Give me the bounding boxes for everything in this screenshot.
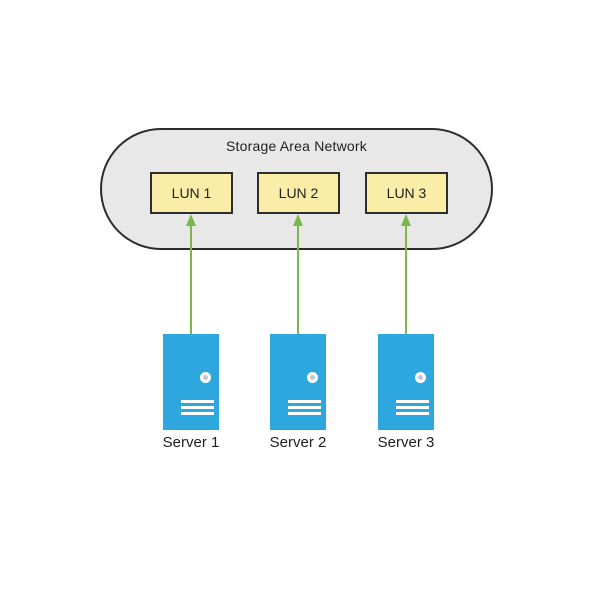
- vent-lines-icon: [181, 400, 214, 418]
- server-node-2[interactable]: [270, 334, 326, 430]
- server-label-2: Server 2: [269, 434, 327, 451]
- server-label-1: Server 1: [162, 434, 220, 451]
- vent-lines-icon: [396, 400, 429, 418]
- san-label: Storage Area Network: [226, 138, 367, 154]
- server-label-3: Server 3: [377, 434, 435, 451]
- power-button-icon: [200, 372, 211, 383]
- arrow-head-icon: [186, 214, 196, 226]
- arrow-head-icon: [401, 214, 411, 226]
- lun-node-3[interactable]: LUN 3: [365, 172, 448, 214]
- lun-node-2[interactable]: LUN 2: [257, 172, 340, 214]
- arrow-head-icon: [293, 214, 303, 226]
- arrow-line: [190, 224, 192, 334]
- lun-label: LUN 3: [386, 185, 427, 201]
- arrow-line: [297, 224, 299, 334]
- server-node-1[interactable]: [163, 334, 219, 430]
- lun-node-1[interactable]: LUN 1: [150, 172, 233, 214]
- arrow-line: [405, 224, 407, 334]
- server-node-3[interactable]: [378, 334, 434, 430]
- power-button-icon: [415, 372, 426, 383]
- power-button-icon: [307, 372, 318, 383]
- lun-label: LUN 1: [171, 185, 212, 201]
- vent-lines-icon: [288, 400, 321, 418]
- lun-label: LUN 2: [278, 185, 319, 201]
